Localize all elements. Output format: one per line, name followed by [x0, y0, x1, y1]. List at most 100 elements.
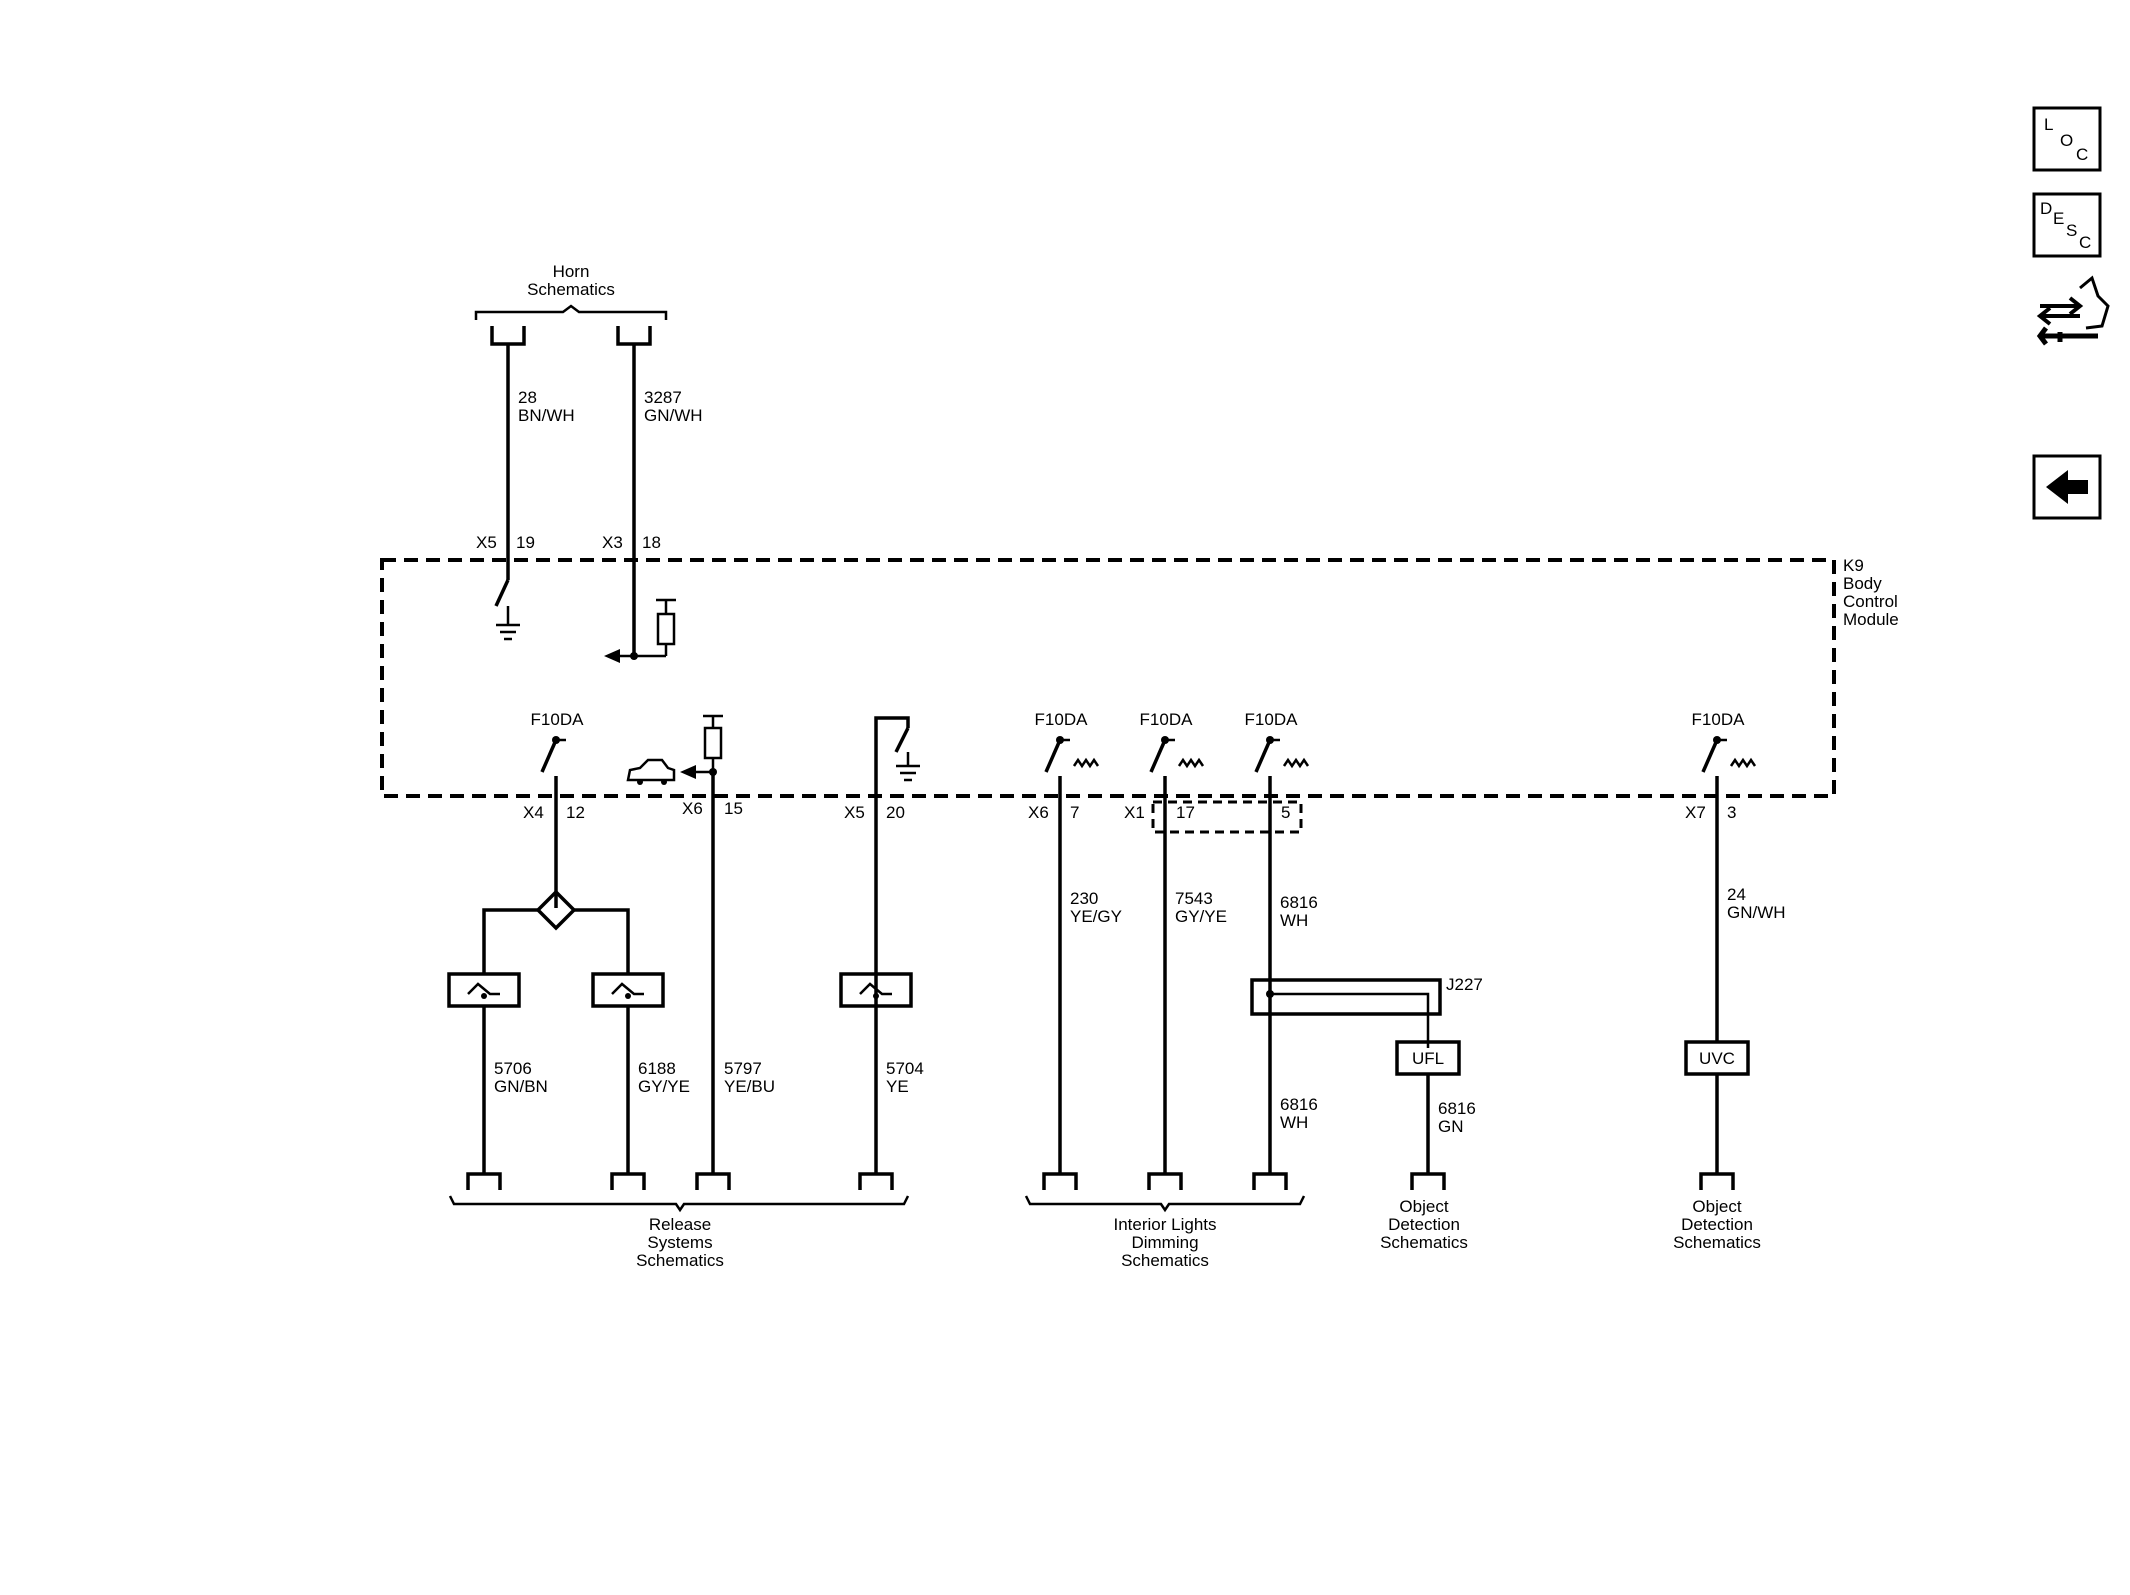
- object-b-label-line2: Detection: [1681, 1215, 1753, 1234]
- dimming-label-line2: Dimming: [1131, 1233, 1198, 1252]
- horn-bracket: [474, 304, 668, 320]
- release-actuator-1: [447, 972, 521, 1008]
- wire-3287-color: GN/WH: [644, 406, 703, 425]
- driver-f10da-5: F10DA: [1692, 710, 1757, 1042]
- connector-repair-icon[interactable]: [2036, 275, 2110, 346]
- loc-letter-c: C: [2076, 145, 2088, 164]
- release-label-line2: Systems: [647, 1233, 712, 1252]
- module-name-line2: Control: [1843, 592, 1898, 611]
- fuse-label-2: F10DA: [1035, 710, 1089, 729]
- wire-5706[interactable]: 5706 GN/BN: [482, 1006, 548, 1174]
- wire-24-color: GN/WH: [1727, 903, 1786, 922]
- pin-x4-12-number: 12: [566, 803, 585, 822]
- object-a-connector: [1410, 1172, 1446, 1190]
- pin-x5-19-number: 19: [516, 533, 535, 552]
- horn-label-line2: Schematics: [527, 280, 615, 299]
- desc-letter-e: E: [2053, 209, 2064, 228]
- release-connector-4: [858, 1172, 894, 1190]
- pin-x6-7-number: 7: [1070, 803, 1079, 822]
- wire-3287-circuit: 3287: [644, 388, 682, 407]
- release-connector-2: [610, 1172, 646, 1190]
- dimming-connector-3: [1252, 1172, 1288, 1190]
- dimming-label-line1: Interior Lights: [1114, 1215, 1217, 1234]
- sensor-ufl-label: UFL: [1412, 1049, 1444, 1068]
- wire-7543[interactable]: 7543 GY/YE: [1175, 889, 1227, 926]
- fuse-label-5: F10DA: [1692, 710, 1746, 729]
- vehicle-icon: [626, 758, 676, 785]
- object-b-connector: [1699, 1172, 1735, 1190]
- wire-5706-circuit: 5706: [494, 1059, 532, 1078]
- wire-6816-wh-upper[interactable]: 6816 WH: [1280, 893, 1318, 930]
- dimming-connector-1: [1042, 1172, 1078, 1190]
- desc-button[interactable]: D E S C: [2032, 192, 2102, 258]
- desc-letter-d: D: [2040, 199, 2052, 218]
- wire-230[interactable]: 230 YE/GY: [1070, 889, 1122, 926]
- wire-5797-color: YE/BU: [724, 1077, 775, 1096]
- wire-24-circuit: 24: [1727, 885, 1746, 904]
- pin-x6-15-connector: X6: [682, 799, 703, 818]
- driver-f10da-3: F10DA: [1140, 710, 1205, 1174]
- back-button[interactable]: [2032, 454, 2102, 520]
- wire-6188[interactable]: 6188 GY/YE: [626, 1006, 690, 1174]
- pin-x7-3-connector: X7: [1685, 803, 1706, 822]
- driver-f10da-1: F10DA: [531, 710, 585, 908]
- module-name-line1: Body: [1843, 574, 1882, 593]
- fuse-label-3: F10DA: [1140, 710, 1194, 729]
- object-a-label-line1: Object: [1399, 1197, 1448, 1216]
- wire-24[interactable]: 24 GN/WH: [1727, 885, 1786, 922]
- wire-6816c-color: GN: [1438, 1117, 1464, 1136]
- loc-letter-o: O: [2060, 131, 2073, 150]
- wire-28-color: BN/WH: [518, 406, 575, 425]
- horn-label-line1: Horn: [553, 262, 590, 281]
- horn-connector-b: [616, 326, 652, 346]
- splice-label: J227: [1446, 975, 1483, 994]
- pullup-resistor-2: [680, 714, 723, 779]
- wire-3287[interactable]: 3287 GN/WH: [632, 344, 703, 656]
- dimming-bracket: [1024, 1195, 1306, 1213]
- pin-x4-12-connector: X4: [523, 803, 544, 822]
- sensor-uvc: UVC: [1684, 1040, 1750, 1174]
- loc-letter-l: L: [2044, 115, 2053, 134]
- pin-x1-17-number: 17: [1176, 803, 1195, 822]
- release-label-line1: Release: [649, 1215, 711, 1234]
- wire-230-color: YE/GY: [1070, 907, 1122, 926]
- pin-x5-19-connector: X5: [476, 533, 497, 552]
- wire-28-circuit: 28: [518, 388, 537, 407]
- wire-5797-circuit: 5797: [724, 1059, 762, 1078]
- pin-x6-15-number: 15: [724, 799, 743, 818]
- pin-x6-7-connector: X6: [1028, 803, 1049, 822]
- release-label-line3: Schematics: [636, 1251, 724, 1270]
- pin-x5-20-number: 20: [886, 803, 905, 822]
- wire-5797[interactable]: 5797 YE/BU: [711, 772, 775, 1174]
- wire-6816-wh-lower[interactable]: 6816 WH: [1280, 1095, 1318, 1132]
- wire-230-circuit: 230: [1070, 889, 1098, 908]
- object-b-label-line3: Schematics: [1673, 1233, 1761, 1252]
- release-actuator-2: [591, 972, 665, 1008]
- driver-f10da-4: F10DA: [1245, 710, 1310, 1174]
- module-id: K9: [1843, 556, 1864, 575]
- pin-x5-20-connector: X5: [844, 803, 865, 822]
- wire-28[interactable]: 28 BN/WH: [494, 344, 575, 607]
- wire-6188-circuit: 6188: [638, 1059, 676, 1078]
- loc-button[interactable]: L O C: [2032, 106, 2102, 172]
- wire-6816c-circuit: 6816: [1438, 1099, 1476, 1118]
- pullup-resistor-1: [604, 598, 676, 663]
- wire-7543-color: GY/YE: [1175, 907, 1227, 926]
- release-bracket: [448, 1195, 910, 1213]
- module-k9-boundary: K9 Body Control Module: [380, 556, 1899, 798]
- object-a-label-line2: Detection: [1388, 1215, 1460, 1234]
- ground-switch-2: [874, 716, 920, 1174]
- wire-6816a-circuit: 6816: [1280, 893, 1318, 912]
- dimming-label-line3: Schematics: [1121, 1251, 1209, 1270]
- object-b-label-line1: Object: [1692, 1197, 1741, 1216]
- module-name-line3: Module: [1843, 610, 1899, 629]
- desc-letter-s: S: [2066, 221, 2077, 240]
- wire-5706-color: GN/BN: [494, 1077, 548, 1096]
- release-actuator-3: [839, 972, 913, 1008]
- wire-5704[interactable]: 5704 YE: [886, 1059, 924, 1096]
- release-connector-3: [695, 1172, 731, 1190]
- wire-6816-gn[interactable]: 6816 GN: [1426, 1074, 1476, 1174]
- pin-x3-18-connector: X3: [602, 533, 623, 552]
- fuse-label-1: F10DA: [531, 710, 585, 729]
